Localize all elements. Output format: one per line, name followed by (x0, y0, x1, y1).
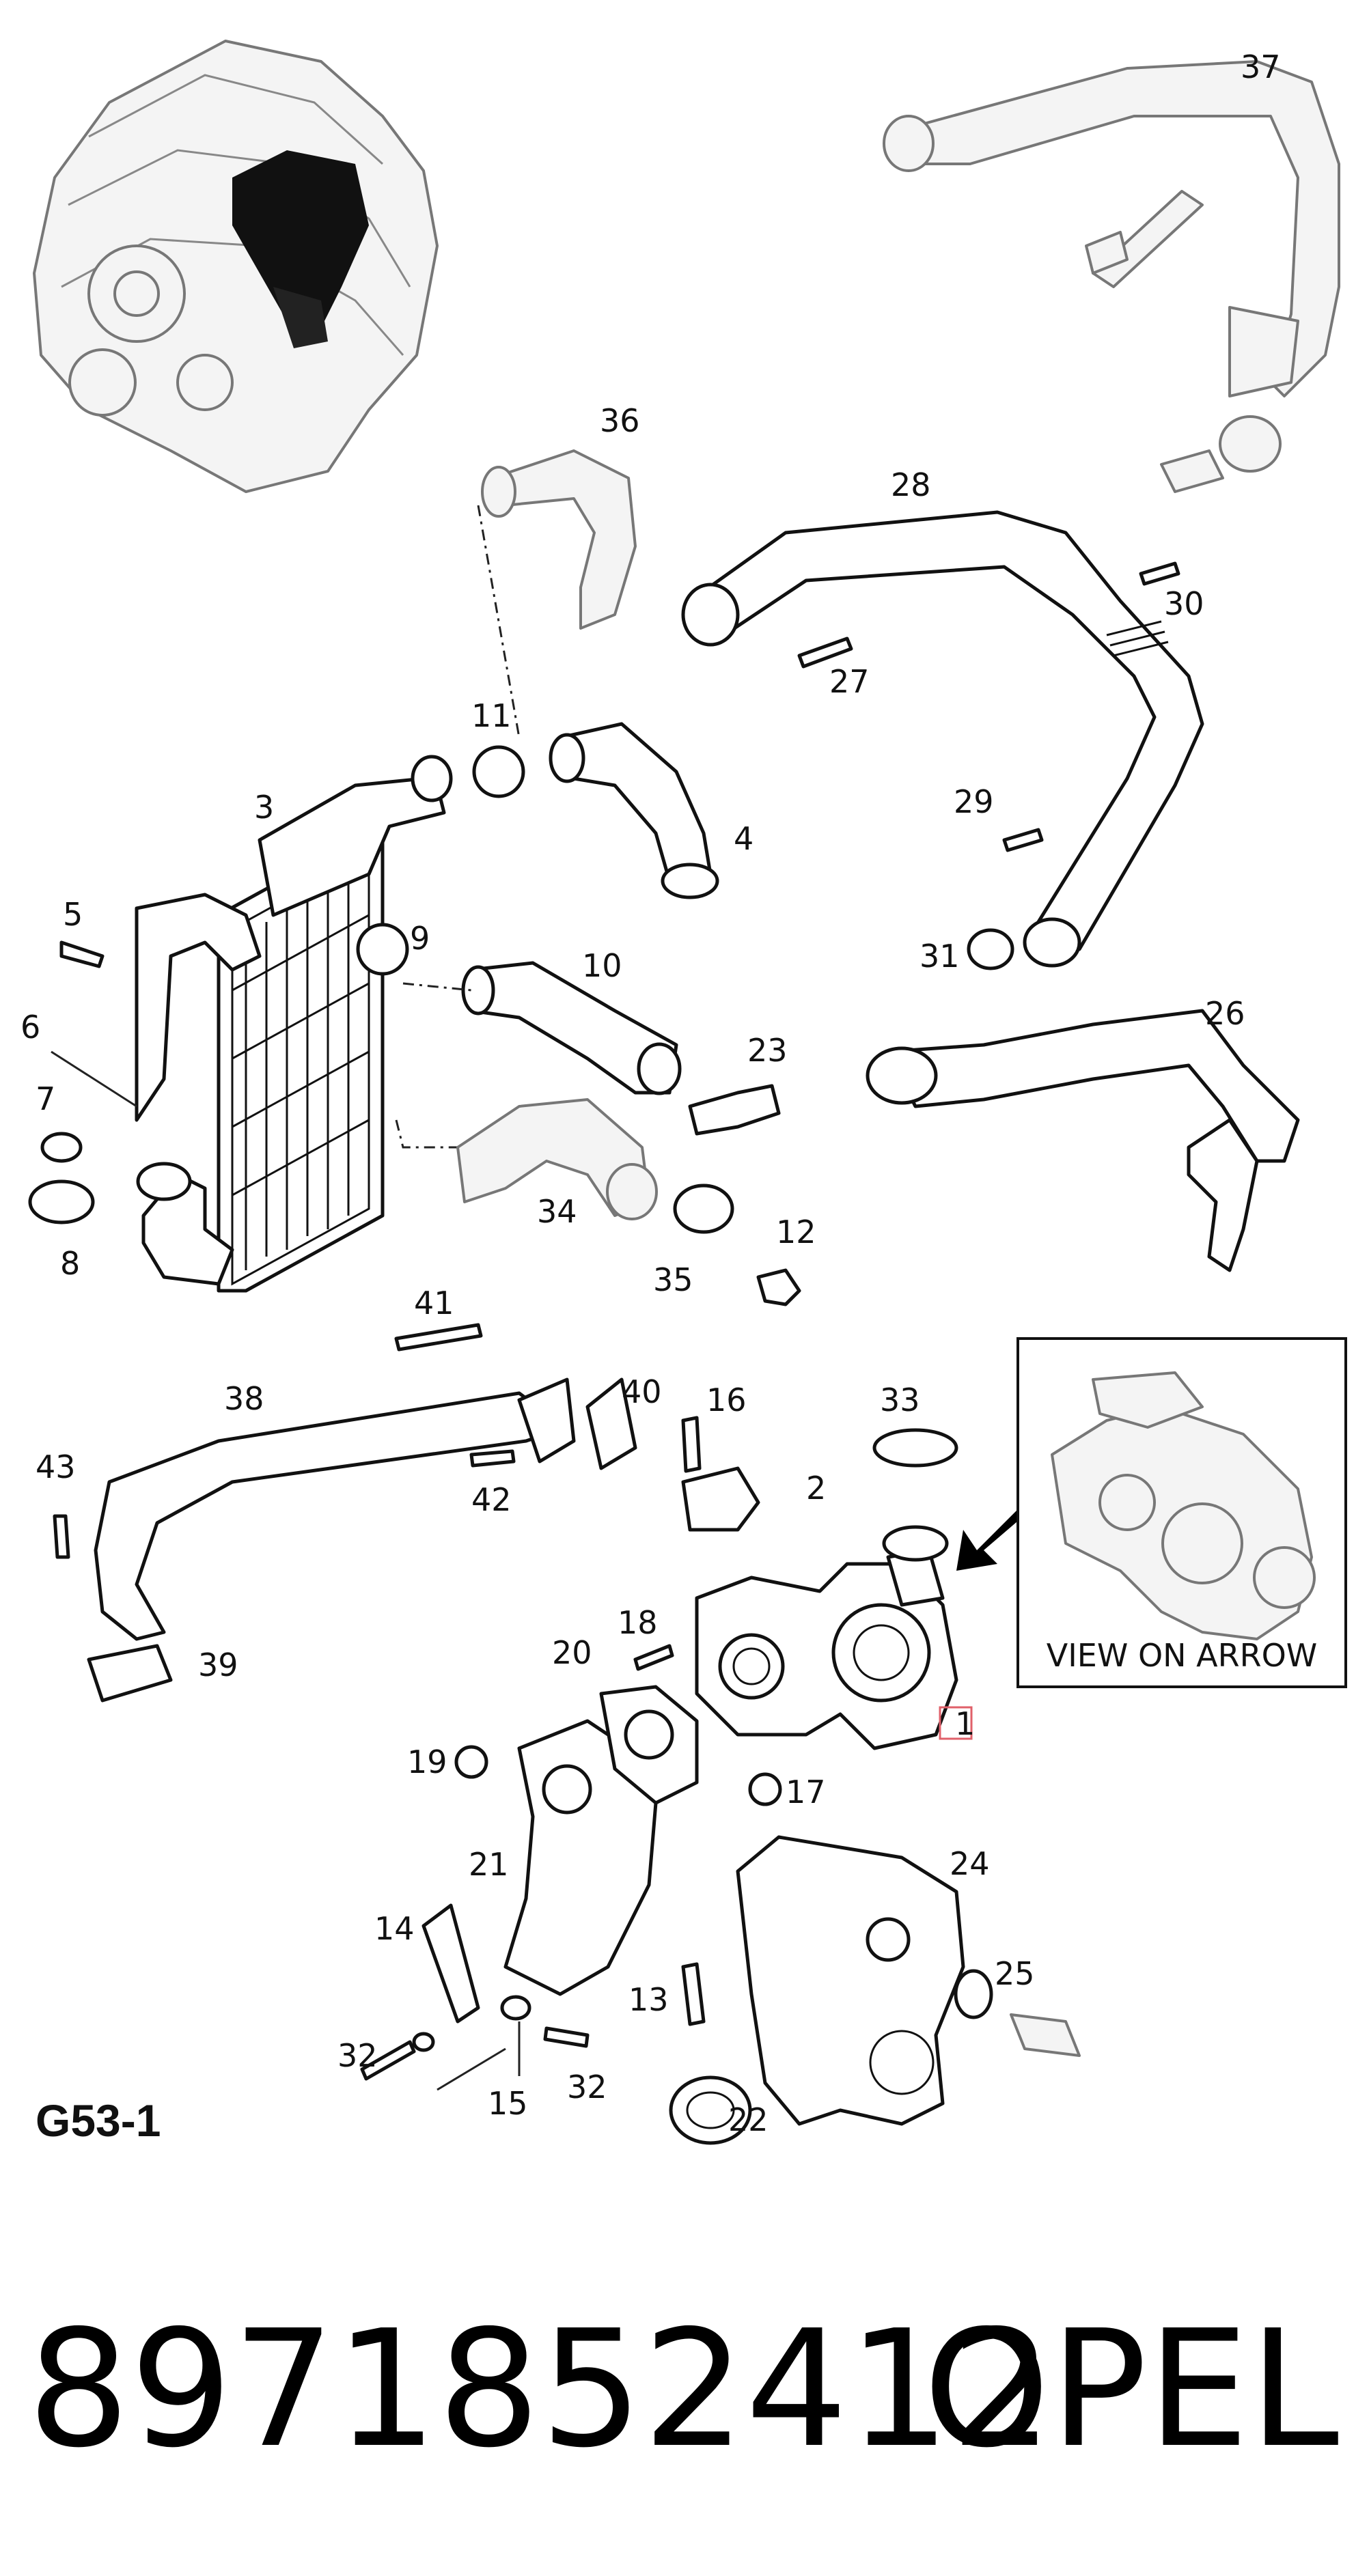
callout-19: 19 (407, 1744, 447, 1780)
hose-4 (549, 722, 719, 899)
callout-11: 11 (471, 697, 512, 734)
callout-35: 35 (653, 1261, 693, 1298)
leader-lines (51, 1050, 521, 2091)
callout-23: 23 (747, 1032, 788, 1069)
callout-18: 18 (618, 1604, 658, 1641)
callout-10: 10 (582, 947, 622, 984)
callout-40: 40 (622, 1373, 662, 1410)
hose-36 (481, 449, 637, 630)
callout-6: 6 (20, 1009, 40, 1046)
view-on-arrow-inset: VIEW ON ARROW (1017, 1337, 1347, 1688)
intercooler-3 (135, 755, 453, 1293)
callout-34: 34 (537, 1193, 577, 1230)
callout-5: 5 (63, 896, 83, 933)
callout-36: 36 (600, 402, 640, 439)
elbow-34 (456, 1098, 658, 1220)
brand-name: OPEL (923, 2295, 1339, 2483)
callout-13: 13 (628, 1981, 669, 2018)
callout-38: 38 (224, 1380, 264, 1417)
callout-3: 3 (254, 789, 274, 826)
callout-43: 43 (36, 1448, 76, 1485)
callout-32-right: 32 (567, 2069, 607, 2105)
engine-thumbnail (33, 40, 439, 493)
callout-33: 33 (880, 1382, 920, 1418)
callout-16: 16 (706, 1382, 747, 1418)
view-on-arrow-label: VIEW ON ARROW (1047, 1637, 1318, 1674)
pipe-28 (681, 510, 1204, 968)
callout-39: 39 (198, 1647, 238, 1683)
callout-21: 21 (469, 1846, 509, 1883)
callout-42: 42 (471, 1481, 512, 1518)
callout-17: 17 (786, 1774, 826, 1810)
callout-2: 2 (806, 1470, 826, 1507)
callout-8: 8 (60, 1245, 80, 1282)
manifold-21 (503, 1685, 699, 1996)
callout-15: 15 (488, 2085, 528, 2122)
diagram-reference-label: G53-1 (36, 2095, 161, 2146)
callout-31: 31 (919, 938, 960, 975)
callout-7: 7 (36, 1080, 55, 1117)
callout-22: 22 (728, 2101, 769, 2138)
intake-pipe-37 (883, 60, 1340, 493)
callout-9: 9 (410, 920, 430, 957)
callout-28: 28 (891, 466, 931, 503)
hose-10 (461, 961, 682, 1095)
hardware-lower (53, 1323, 1081, 2145)
callout-30: 30 (1164, 585, 1204, 622)
callout-26: 26 (1205, 995, 1245, 1032)
callout-20: 20 (552, 1634, 592, 1671)
callout-37: 37 (1241, 48, 1281, 85)
callout-32-left: 32 (337, 2037, 378, 2074)
callout-14: 14 (374, 1910, 415, 1947)
callout-27: 27 (829, 663, 870, 700)
turbocharger-1 (695, 1525, 973, 1750)
callout-12: 12 (776, 1214, 816, 1250)
callout-41: 41 (414, 1285, 454, 1321)
pipe-23 (688, 1084, 781, 1136)
callout-labels: 1 2 3 4 5 6 7 8 9 10 11 12 13 14 15 16 1… (20, 48, 1281, 2138)
pipe-26 (866, 1009, 1300, 1272)
callout-24: 24 (950, 1845, 990, 1882)
hardware-upper (28, 561, 1180, 1306)
view-arrow-icon (956, 1502, 1032, 1571)
egr-pipe-38 (87, 1377, 637, 1703)
part-number: 8971852412 (27, 2295, 1053, 2483)
callout-25: 25 (995, 1955, 1035, 1992)
heat-shield-24 (736, 1835, 965, 2126)
callout-29: 29 (954, 783, 994, 820)
leader-9-34 (395, 982, 472, 1149)
highlight-box (939, 1706, 973, 1740)
callout-4: 4 (734, 820, 753, 857)
callout-1: 1 (955, 1705, 975, 1742)
